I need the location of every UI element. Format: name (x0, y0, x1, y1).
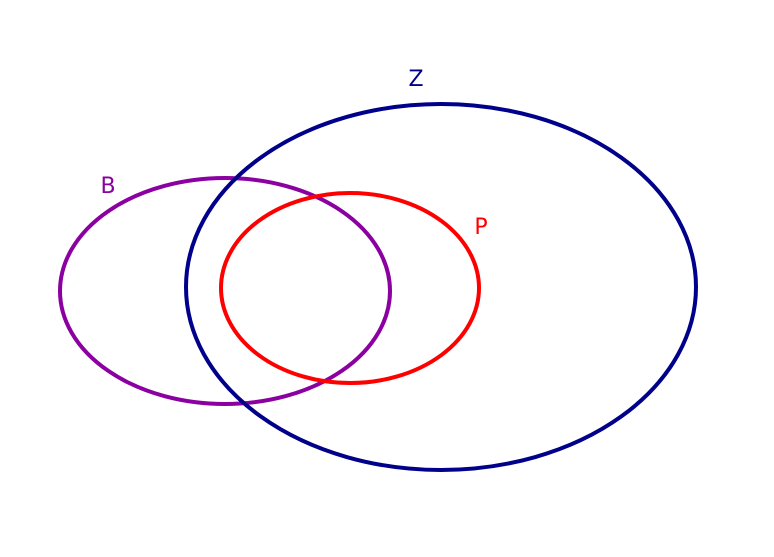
set-z-label: Z (408, 67, 423, 92)
set-z-ellipse (184, 102, 698, 472)
set-b-ellipse (58, 176, 392, 406)
set-b-label: B (100, 174, 115, 199)
set-p-label: P (474, 215, 487, 240)
set-p-ellipse (219, 191, 481, 385)
